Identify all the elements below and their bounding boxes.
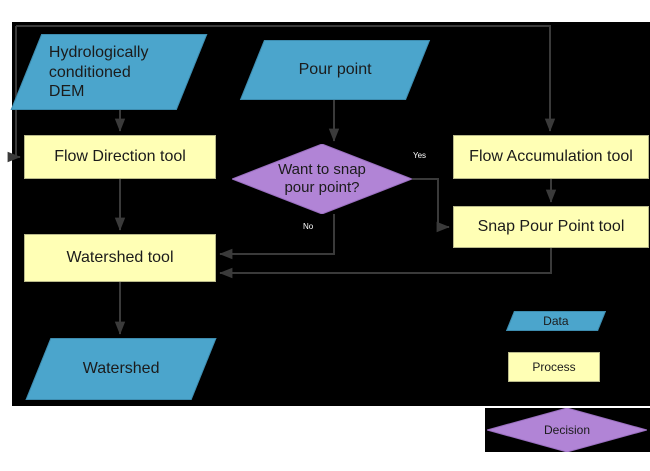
node-watershed-tool[interactable]: Watershed tool [24, 234, 216, 282]
node-label: Want to snap pour point? [278, 161, 366, 196]
node-label: Flow Accumulation tool [469, 148, 633, 166]
legend-label: Process [532, 359, 576, 374]
node-label: Watershed tool [66, 249, 174, 267]
edge-label-no: No [303, 222, 314, 231]
edge-decision-no-to-watershed-tool [219, 214, 335, 260]
node-label: Pour point [298, 61, 372, 79]
legend-label: Data [543, 313, 569, 328]
node-want-to-snap-pour-point-decision[interactable]: Want to snap pour point? [232, 144, 412, 214]
legend-item-data: Data [505, 311, 607, 331]
node-flow-direction-tool[interactable]: Flow Direction tool [24, 135, 216, 179]
decision-diamond-shape [487, 408, 647, 452]
decision-diamond-shape [232, 144, 412, 214]
edge-left-spine-to-flow-direction [7, 26, 21, 163]
node-flow-accumulation-tool[interactable]: Flow Accumulation tool [453, 135, 649, 179]
node-label: Snap Pour Point tool [477, 218, 625, 236]
node-label: Flow Direction tool [54, 148, 186, 166]
node-label: Hydrologically conditioned DEM [49, 43, 149, 100]
edge-snap-pour-point-to-watershed-tool [219, 248, 552, 279]
edge-label-yes: Yes [413, 151, 427, 160]
legend-item-decision: Decision [487, 408, 647, 452]
node-hydrologically-conditioned-dem[interactable]: Hydrologically conditioned DEM [10, 34, 208, 110]
edge-decision-yes-to-snap-pour-point [412, 178, 450, 233]
legend-label: Decision [543, 422, 591, 437]
legend-item-process: Process [508, 352, 600, 382]
node-watershed[interactable]: Watershed [25, 338, 217, 400]
edge-top-rail-to-flow-accumulation [16, 25, 556, 132]
node-label: Watershed [82, 360, 160, 378]
node-snap-pour-point-tool[interactable]: Snap Pour Point tool [453, 206, 649, 248]
node-pour-point[interactable]: Pour point [239, 40, 431, 100]
